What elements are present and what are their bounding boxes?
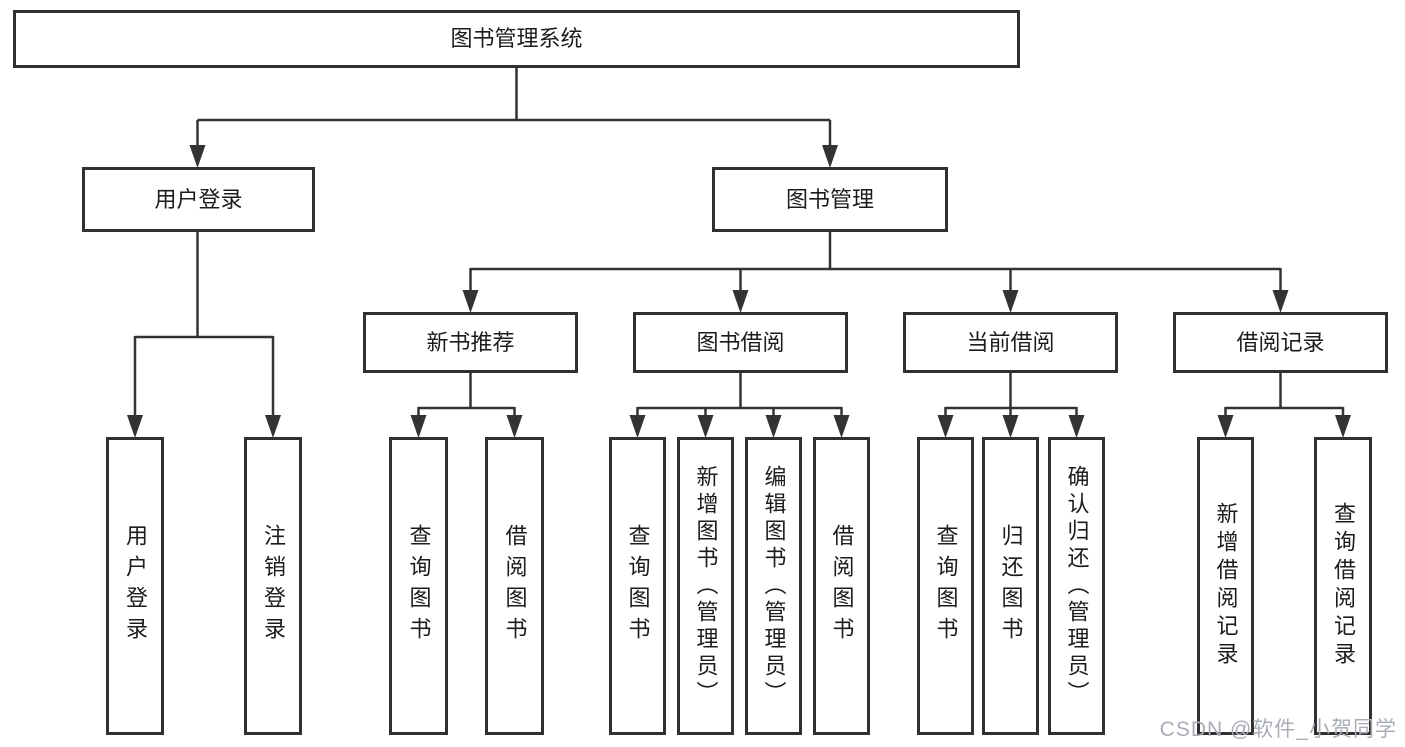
leaf-label: 注销登录 — [261, 524, 286, 648]
leaf-label: 借阅图书 — [829, 524, 855, 648]
node-book-management: 图书管理 — [712, 167, 948, 232]
leaf-records-add-record: 新增借阅记录 — [1197, 437, 1254, 735]
leaf-label: 编辑图书（管理员） — [761, 464, 787, 708]
csdn-watermark: CSDN @软件_小贺同学 — [1159, 718, 1397, 741]
leaf-label: 归还图书 — [998, 524, 1024, 648]
leaf-label: 新增借阅记录 — [1213, 502, 1239, 670]
connector-mgmt-to-level3 — [462, 230, 1289, 313]
leaf-label: 借阅图书 — [502, 524, 528, 648]
leaf-borrow-borrow-books: 借阅图书 — [813, 437, 870, 735]
leaf-logout: 注销登录 — [244, 437, 302, 735]
connector-newbook-to-leaves — [410, 371, 523, 438]
node-new-book-recommendation: 新书推荐 — [363, 312, 578, 373]
leaf-borrow-add-books-admin: 新增图书（管理员） — [677, 437, 734, 735]
leaf-newbook-query-books: 查询图书 — [389, 437, 448, 735]
leaf-records-query-record: 查询借阅记录 — [1314, 437, 1372, 735]
connector-root-to-level2 — [189, 66, 838, 168]
node-user-login: 用户登录 — [82, 167, 315, 232]
leaf-label: 查询图书 — [406, 524, 432, 648]
node-borrowing-records: 借阅记录 — [1173, 312, 1388, 373]
node-book-borrowing: 图书借阅 — [633, 312, 848, 373]
node-current-borrowing: 当前借阅 — [903, 312, 1118, 373]
leaf-label: 查询借阅记录 — [1331, 502, 1356, 670]
leaf-label: 查询图书 — [625, 524, 651, 648]
leaf-label: 新增图书（管理员） — [693, 464, 719, 708]
leaf-current-return-books: 归还图书 — [982, 437, 1039, 735]
leaf-label: 确认归还（管理员） — [1064, 464, 1090, 708]
leaf-label: 查询图书 — [933, 524, 959, 648]
leaf-label: 用户登录 — [123, 524, 148, 648]
connector-borrow-to-leaves — [629, 371, 850, 438]
leaf-newbook-borrow-books: 借阅图书 — [485, 437, 544, 735]
leaf-borrow-edit-books-admin: 编辑图书（管理员） — [745, 437, 802, 735]
connector-records-to-leaves — [1217, 371, 1351, 438]
leaf-user-login: 用户登录 — [106, 437, 164, 735]
connector-current-to-leaves — [937, 371, 1085, 438]
node-root-system: 图书管理系统 — [13, 10, 1020, 68]
leaf-borrow-query-books: 查询图书 — [609, 437, 666, 735]
leaf-current-confirm-return-admin: 确认归还（管理员） — [1048, 437, 1105, 735]
connector-login-to-leaves — [127, 230, 281, 438]
leaf-current-query-books: 查询图书 — [917, 437, 974, 735]
